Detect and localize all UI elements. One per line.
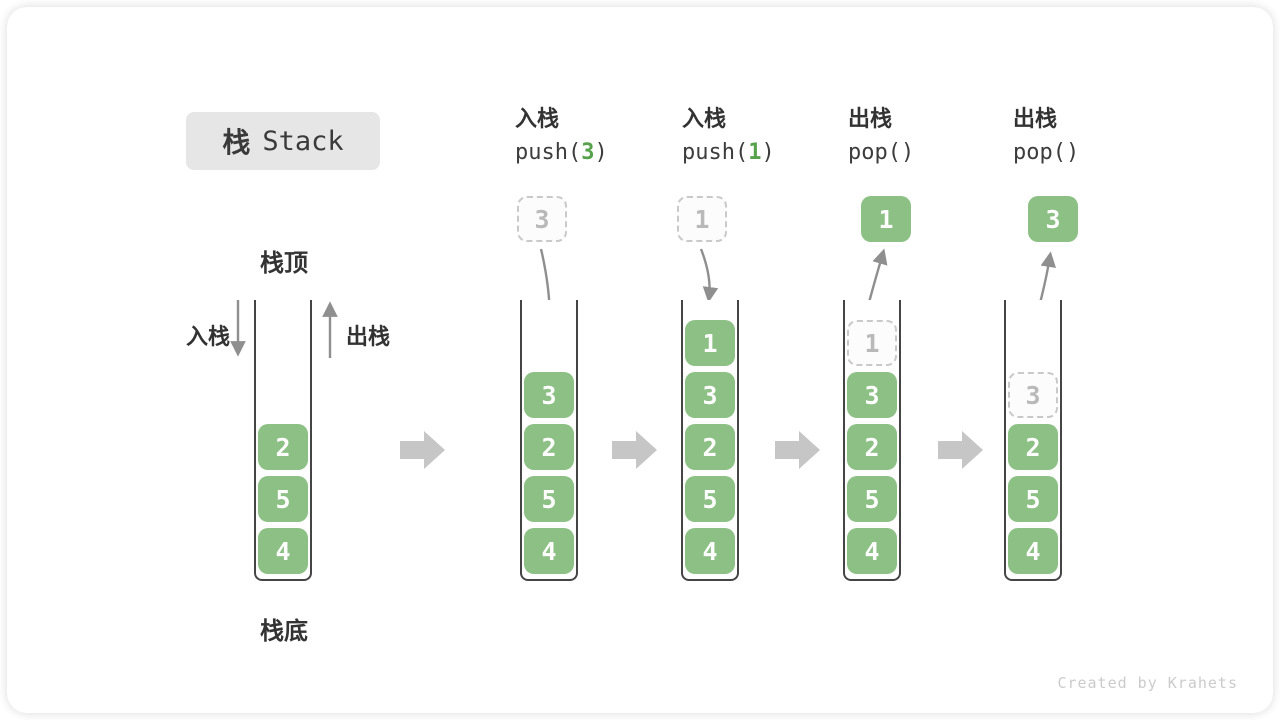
stack-block: 4 [847,528,897,574]
floating-value-push-3: 3 [517,196,567,242]
stack-block: 1 [685,320,735,366]
floating-value-pop-3: 3 [1028,196,1078,242]
stack-block: 2 [524,424,574,470]
code-argument: 3 [581,140,595,165]
panel-op-label: 出栈 [1013,106,1058,131]
stack-dashed-slot: 3 [1008,372,1058,418]
pop-side-label: 出栈 [346,324,391,349]
stack-bottom-label: 栈底 [260,618,308,645]
panel-header-pop-3: 出栈 pop() [1013,104,1079,172]
code-suffix: ) [900,140,915,165]
watermark: Created by Krahets [1057,674,1238,692]
stack-block: 2 [1008,424,1058,470]
code-prefix: push( [515,140,582,165]
stack-block: 3 [847,372,897,418]
panel-header-pop-1: 出栈 pop() [848,104,914,172]
title-cn: 栈 [222,127,251,158]
panel-code-label: pop() [1013,134,1079,172]
stack-block: 4 [524,528,574,574]
panel-header-push-3: 入栈 push(3) [515,104,608,172]
title-box: 栈 Stack [186,112,380,170]
stack-dashed-slot: 1 [847,320,897,366]
panel-code-label: push(3) [515,134,608,172]
stack-block: 5 [685,476,735,522]
panel-code-label: pop() [848,134,914,172]
title-en: Stack [262,125,344,157]
code-prefix: pop( [848,140,901,165]
panel-op-label: 出栈 [848,106,893,131]
stack-block: 5 [1008,476,1058,522]
stack-container-pop-1: 1 3 2 5 4 [843,300,901,581]
stack-block: 2 [685,424,735,470]
stack-block: 3 [685,372,735,418]
panel-header-push-1: 入栈 push(1) [682,104,775,172]
stack-block: 5 [524,476,574,522]
floating-value-pop-1: 1 [861,196,911,242]
panel-op-label: 入栈 [515,106,560,131]
code-prefix: push( [682,140,749,165]
panel-code-label: push(1) [682,134,775,172]
stack-block: 3 [524,372,574,418]
stack-block: 2 [258,424,308,470]
code-suffix: ) [594,140,608,165]
stack-container-push-1: 1 3 2 5 4 [681,300,739,581]
panel-op-label: 入栈 [682,106,727,131]
stack-container-initial-stack: 2 5 4 [254,300,312,581]
code-prefix: pop( [1013,140,1066,165]
stack-block: 5 [847,476,897,522]
code-suffix: ) [1065,140,1080,165]
push-side-label: 入栈 [185,324,230,349]
stack-container-push-3: 3 2 5 4 [520,300,578,581]
stack-block: 4 [258,528,308,574]
stack-block: 5 [258,476,308,522]
stack-top-label: 栈顶 [260,250,308,277]
stack-block: 4 [685,528,735,574]
stack-block: 4 [1008,528,1058,574]
code-argument: 1 [748,140,762,165]
stack-container-pop-3: 3 2 5 4 [1004,300,1062,581]
stack-block: 2 [847,424,897,470]
code-suffix: ) [761,140,775,165]
floating-value-push-1: 1 [677,196,727,242]
